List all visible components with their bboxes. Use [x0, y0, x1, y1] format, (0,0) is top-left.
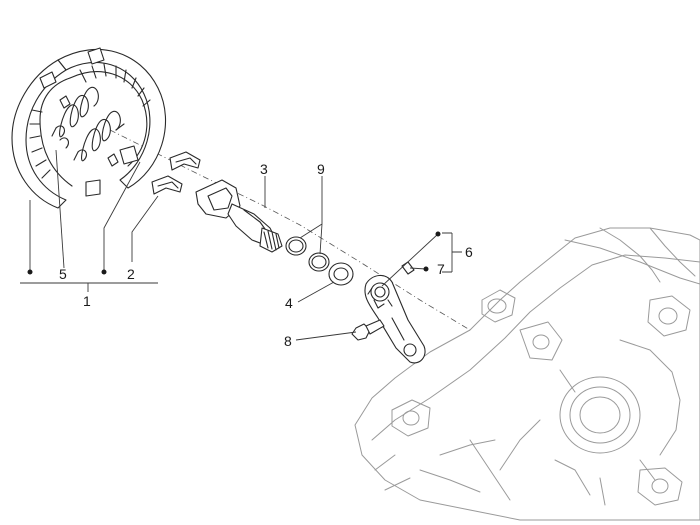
engine-casing: [354, 227, 700, 521]
o-ring-2: [308, 252, 330, 272]
leader-dot-shoe-right: [101, 269, 107, 275]
callout-7: 7: [437, 261, 445, 277]
leader-dot-key: [423, 266, 429, 272]
leader-dot-lever: [435, 231, 441, 237]
brake-lever: [364, 274, 426, 364]
callout-5: 5: [59, 266, 67, 282]
shoe-clip-upper: [169, 151, 201, 171]
shoe-clip-lower: [151, 175, 183, 195]
washer: [328, 262, 354, 286]
brake-cam-shaft: [195, 179, 283, 253]
callout-3: 3: [260, 161, 268, 177]
leader-lines: [20, 149, 462, 341]
callout-1: 1: [83, 293, 91, 309]
callout-4: 4: [285, 295, 293, 311]
assembly-axis: [109, 129, 471, 331]
leader-dot-shoe-left: [27, 269, 33, 275]
brake-spring-2: [73, 110, 125, 162]
lever-bolt: [351, 319, 385, 341]
callout-9: 9: [317, 161, 325, 177]
callout-2: 2: [127, 266, 135, 282]
o-ring-1: [285, 236, 307, 256]
brake-spring-1: [51, 86, 99, 149]
callout-8: 8: [284, 333, 292, 349]
brake-shoe-assembly: [11, 47, 166, 209]
callout-6: 6: [465, 244, 473, 260]
